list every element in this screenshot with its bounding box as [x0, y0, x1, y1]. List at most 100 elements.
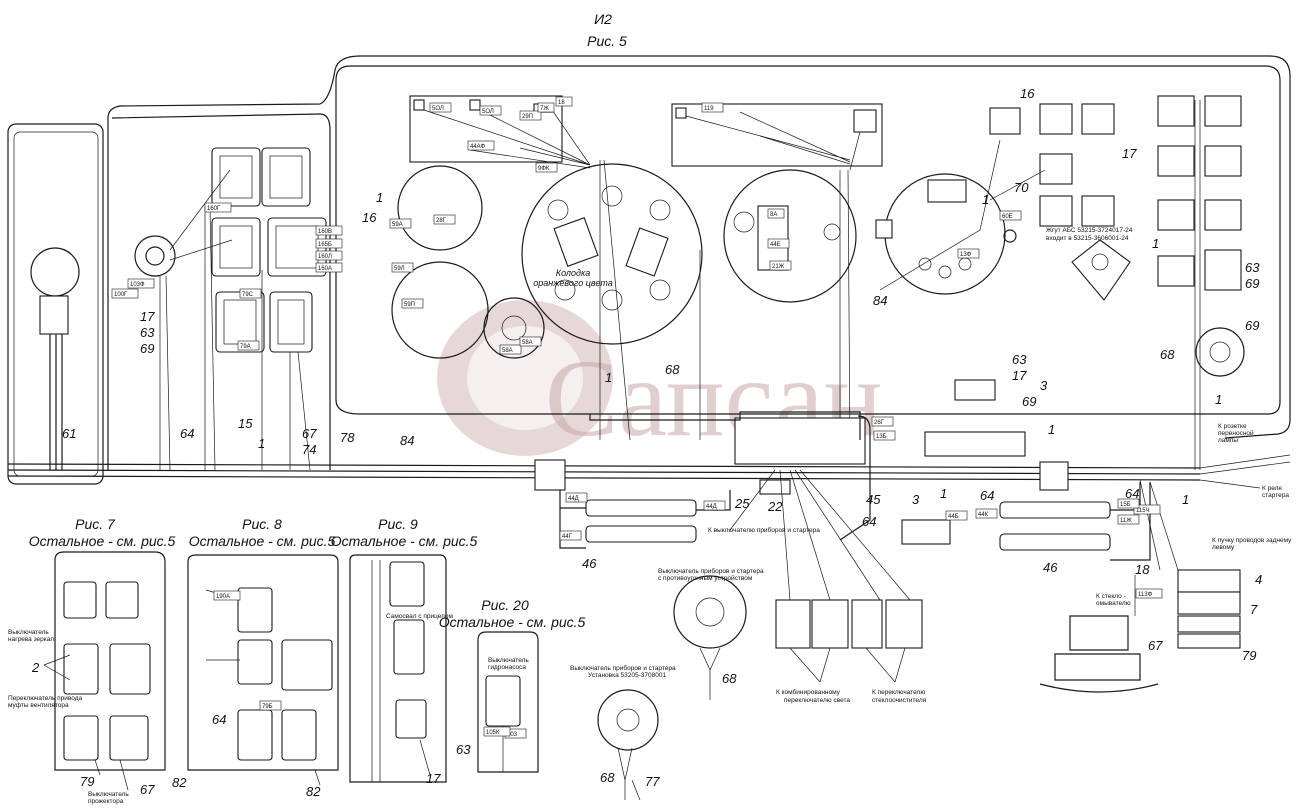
- ref-46-a: 46: [582, 556, 597, 571]
- ref-2: 2: [31, 660, 40, 675]
- lamp-icon: [30, 247, 80, 297]
- ref-18: 18: [1135, 562, 1150, 577]
- note-mirror-2: нагрева зеркал: [8, 636, 54, 643]
- ref-17-c: 17: [1122, 146, 1137, 161]
- note-combo-2: переключателю света: [784, 697, 850, 704]
- note-install-1: Выключатель приборов и стартера: [570, 664, 676, 672]
- ref-79-b: 79: [80, 774, 94, 789]
- note-socket-2: переносной: [1218, 429, 1254, 437]
- wire-tag-label: 8А: [770, 212, 777, 218]
- wire-tag-label: 190А: [216, 594, 230, 600]
- ref-1-i: 1: [1182, 492, 1189, 507]
- figure-8-subtitle: Остальное - см. рис.5: [189, 533, 336, 549]
- wire-tag: 7Ж: [537, 102, 555, 113]
- kit-note-1: Жгут АБС 53215-3724017-24: [1046, 227, 1133, 234]
- reference-numbers: 61 64 15 1 67 74 78 84 17 63 69 1 16 68 …: [31, 86, 1262, 799]
- connector-strip-right: [671, 103, 883, 171]
- wire-tag: 18: [555, 96, 573, 107]
- wire-tag-label: 79А: [240, 344, 251, 350]
- wire-tag: 13Б: [873, 430, 896, 441]
- figure-7-panel: [43, 551, 166, 791]
- figure-20-subtitle: Остальное - см. рис.5: [439, 614, 586, 630]
- ref-1-h: 1: [1215, 392, 1222, 407]
- wire-tag-label: 59А: [392, 222, 403, 228]
- wire-tag: 29П: [519, 110, 542, 121]
- figure-8-panel: [187, 554, 339, 786]
- ref-67-c: 67: [140, 782, 155, 797]
- main-harness-trunk: [7, 454, 1291, 495]
- ref-67-b: 67: [1148, 638, 1163, 653]
- ref-17-b: 17: [1012, 368, 1027, 383]
- wire-tag-label: 15Б: [1120, 502, 1131, 508]
- wire-tag: 9ФК: [535, 162, 558, 173]
- wire-tag: 15Б: [1117, 498, 1140, 509]
- wire-tag: 160Л: [315, 250, 343, 261]
- wire-tag-label: 165Б: [318, 242, 332, 248]
- connector-label-1: Колодка: [556, 268, 590, 278]
- wire-tag: 44АФ: [467, 140, 495, 151]
- wire-tag: 58А: [519, 336, 542, 347]
- note-fan-2: муфты вентилятора: [8, 702, 69, 709]
- ref-82-a: 82: [172, 775, 187, 790]
- ref-1-b: 1: [376, 190, 383, 205]
- ref-64-c: 64: [980, 488, 994, 503]
- wire-tag: 59П: [401, 298, 424, 309]
- note-combo-1: К комбинированному: [776, 688, 841, 696]
- wire-tag-label: 44Д: [706, 504, 717, 510]
- note-antitheft-2: с противоугонным устройством: [658, 574, 753, 582]
- ref-69-a: 69: [140, 341, 154, 356]
- ref-16-b: 16: [1020, 86, 1035, 101]
- wire-tag-label: 113Ф: [1138, 592, 1153, 598]
- ref-3-a: 3: [912, 492, 920, 507]
- ref-17-d: 17: [426, 771, 441, 786]
- wire-tag-label: 119: [704, 106, 714, 112]
- ref-79-a: 79: [1242, 648, 1256, 663]
- note-wiper-1: К переключателю: [872, 689, 925, 696]
- figure-20-title: Рис. 20: [481, 597, 529, 613]
- relay-boxes: [775, 599, 923, 683]
- note-socket-3: лампы: [1218, 437, 1238, 444]
- wire-tag: 5ОЛ: [479, 105, 502, 116]
- connector-label-2: оранжевого цвета: [533, 278, 612, 288]
- wire-tag: 115Ч: [1133, 504, 1161, 515]
- wire-tag: 44К: [975, 508, 998, 519]
- left-switch-panel: [134, 147, 327, 471]
- inline-connectors: [559, 379, 1151, 601]
- wire-tag: 79Б: [259, 700, 282, 711]
- wire-tag-label: 115Ч: [1136, 508, 1150, 514]
- note-antitheft-1: Выключатель приборов и стартера: [658, 567, 764, 575]
- wire-tag-label: 58А: [502, 348, 513, 354]
- ref-1-c: 1: [605, 370, 612, 385]
- note-relay-1: К реле: [1262, 485, 1282, 492]
- sheet-label: И2: [594, 11, 612, 27]
- note-relay-2: стартера: [1262, 492, 1289, 499]
- figure-7-subtitle: Остальное - см. рис.5: [29, 533, 176, 549]
- note-washer-1: К стекло -: [1096, 593, 1126, 600]
- ref-1-d: 1: [940, 486, 947, 501]
- wire-tag: 28Г: [433, 214, 456, 225]
- figure-9-title: Рис. 9: [378, 516, 418, 532]
- wire-tag-label: 59Л: [394, 266, 405, 272]
- wire-tag-label: 103Ф: [130, 282, 145, 288]
- wire-tag-label: 26Г: [874, 420, 885, 426]
- wire-tag: 79А: [237, 340, 260, 351]
- note-socket-1: К розетке: [1218, 423, 1247, 430]
- wire-tag-label: 29П: [522, 114, 533, 120]
- wire-tag-label: 44Д: [568, 496, 579, 502]
- wire-tag-label: 59П: [404, 302, 415, 308]
- ref-74: 74: [302, 442, 316, 457]
- wire-tag-label: 5ОЛ: [432, 106, 444, 112]
- wire-tag-label: 44Г: [562, 534, 573, 540]
- figure-9-panel: [349, 554, 447, 783]
- ref-82-b: 82: [306, 784, 321, 799]
- ref-68-d: 68: [600, 770, 615, 785]
- ref-68-b: 68: [1160, 347, 1175, 362]
- wire-tag: 100Г: [111, 288, 139, 299]
- wire-tag: 79С: [239, 288, 262, 299]
- dashboard-outline: [107, 55, 1291, 470]
- wire-tag-label: 100Г: [114, 292, 128, 298]
- note-pto-1: Выключатель: [88, 791, 129, 798]
